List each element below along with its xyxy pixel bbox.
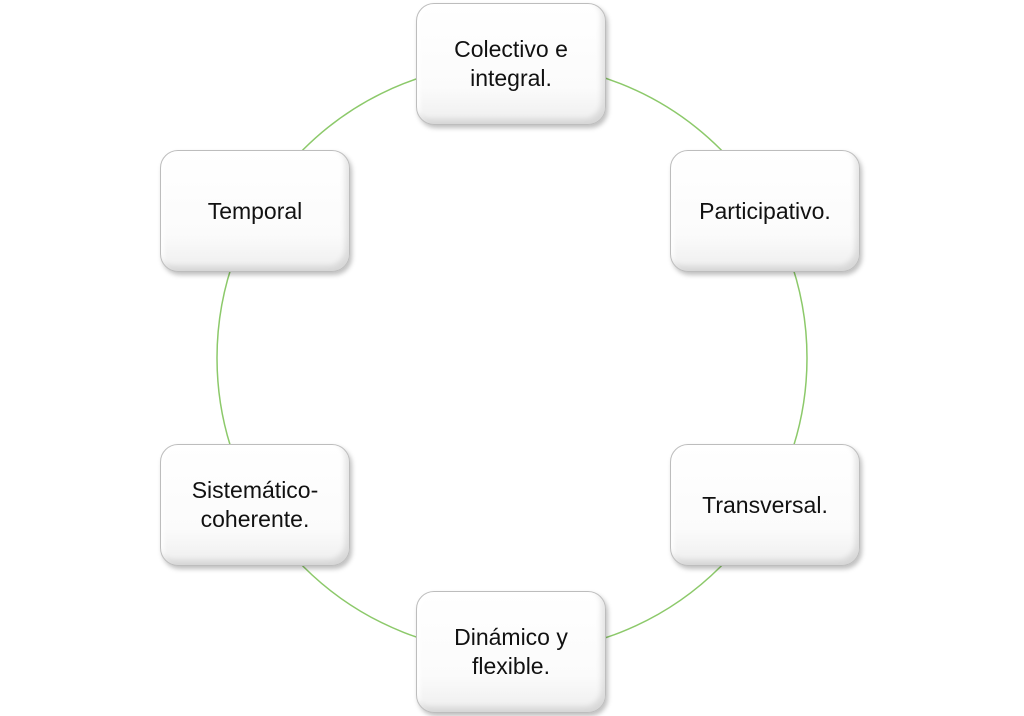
node-label: Sistemático- coherente. (191, 477, 319, 532)
node-label: Dinámico y flexible. (454, 624, 568, 679)
node-temporal: Temporal (160, 150, 350, 272)
node-colectivo-integral: Colectivo e integral. (416, 3, 606, 125)
node-label: Participativo. (699, 197, 831, 224)
node-dinamico-flexible: Dinámico y flexible. (416, 591, 606, 713)
node-label: Temporal (207, 197, 303, 224)
node-label: Transversal. (702, 491, 828, 518)
node-participativo: Participativo. (670, 150, 860, 272)
node-sistematico-coherente: Sistemático- coherente. (160, 444, 350, 566)
node-label: Colectivo e integral. (454, 36, 568, 91)
node-transversal: Transversal. (670, 444, 860, 566)
